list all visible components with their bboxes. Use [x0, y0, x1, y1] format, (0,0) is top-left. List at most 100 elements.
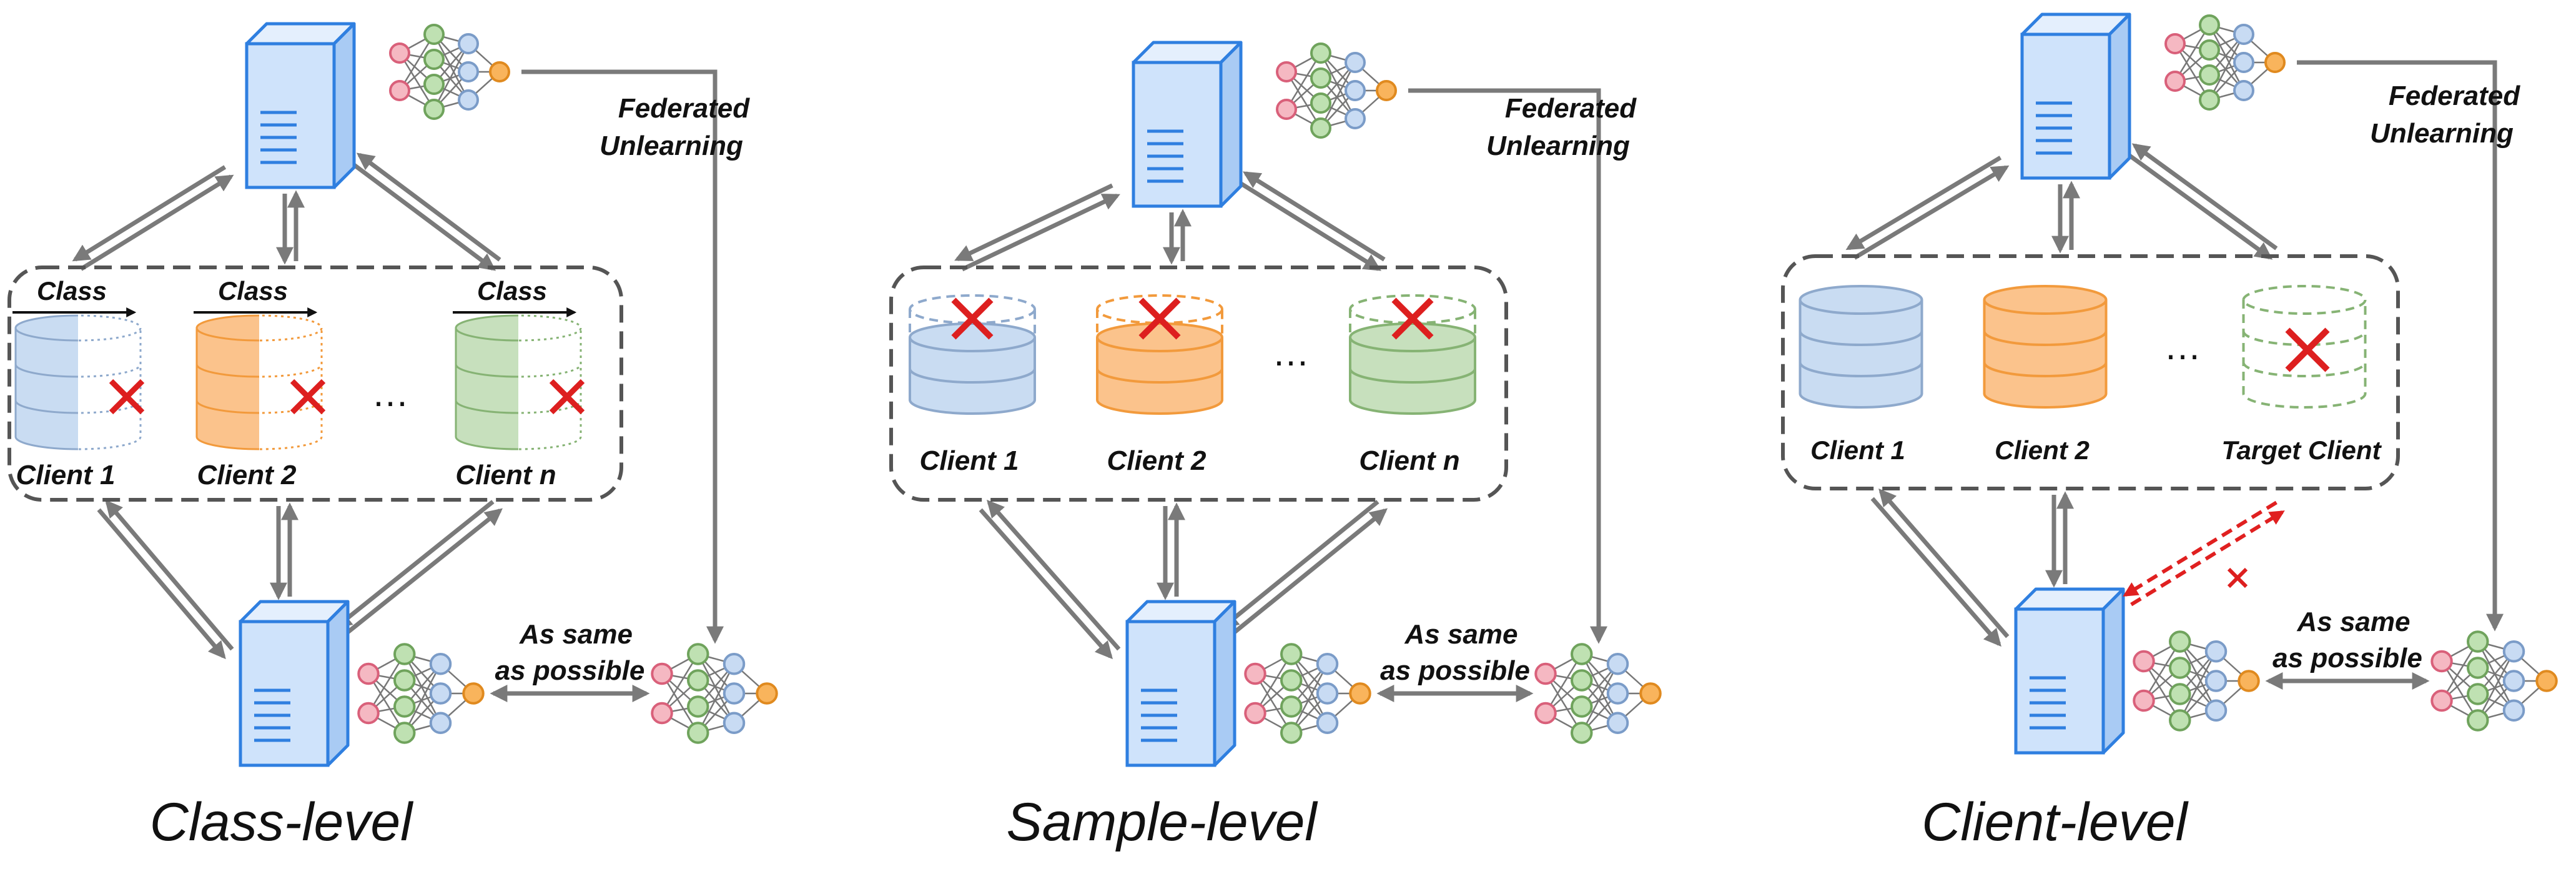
database-body	[1349, 337, 1476, 415]
as-possible-label: as possible	[495, 655, 645, 686]
client-database-3	[455, 314, 585, 450]
target-client-label: Target Client	[2221, 435, 2382, 465]
arrow-up	[356, 152, 501, 262]
client-container	[889, 266, 1508, 502]
model-global	[357, 643, 485, 744]
server-bottom	[2014, 587, 2125, 755]
nn-edge	[403, 663, 442, 733]
nn-node	[393, 669, 416, 692]
nn-node	[2467, 709, 2489, 732]
connection-arrows	[954, 88, 1607, 702]
nn-node	[423, 49, 445, 70]
arrow-up	[987, 499, 1121, 651]
nn-node	[1345, 108, 1366, 129]
nn-node	[2233, 52, 2254, 73]
database-layer	[1983, 362, 2108, 377]
client-group-box	[889, 266, 1508, 502]
nn-edge	[2174, 24, 2211, 82]
nn-node	[2199, 39, 2220, 61]
ellipsis: …	[2164, 325, 2201, 367]
class-label-2: Class	[218, 276, 288, 305]
nn-node	[1376, 80, 1397, 101]
nn-edge	[367, 673, 405, 733]
nn-node	[393, 695, 416, 718]
server-top	[1132, 41, 1243, 208]
database-layer	[1799, 362, 1923, 377]
delete-x-icon	[2285, 327, 2330, 372]
nn-node	[458, 89, 479, 111]
arrow-down	[1870, 497, 2001, 647]
server-front-face	[1125, 620, 1216, 767]
as-same-label: As same	[1404, 619, 1517, 650]
nn-edge	[1285, 52, 1322, 110]
nn-node	[2467, 657, 2489, 679]
client-database-1	[14, 314, 145, 450]
client-database-3	[1349, 294, 1476, 415]
nn-edge	[1290, 663, 1328, 733]
panel-sample-level: Federated Unlearning As same as possible…	[889, 41, 1662, 852]
client-database-2	[195, 314, 326, 450]
unlearning-label: Unlearning	[1486, 131, 1630, 161]
nn-edge	[367, 653, 405, 714]
nn-node	[389, 80, 410, 101]
nn-node	[357, 662, 380, 685]
nn-node	[1571, 669, 1593, 692]
connection-arrows	[72, 69, 724, 702]
database-class-removed	[518, 314, 582, 450]
as-possible-label: as possible	[1380, 655, 1530, 686]
nn-node	[2264, 52, 2286, 73]
database-class-filled	[195, 314, 259, 450]
nn-node	[1316, 682, 1339, 705]
nn-node	[1349, 682, 1371, 705]
delete-x-icon	[109, 379, 145, 415]
nn-node	[1280, 643, 1303, 665]
server-front-face	[245, 42, 336, 189]
nn-node	[389, 42, 410, 64]
server-bottom	[239, 600, 350, 767]
nn-edge	[1320, 52, 1356, 119]
nn-node	[2133, 689, 2155, 712]
panel-client-level: Federated Unlearning As same as possible…	[1781, 12, 2558, 852]
delete-x-icon	[1391, 297, 1434, 340]
nn-node	[1571, 643, 1593, 665]
arrow-down	[334, 500, 495, 629]
arrow-up	[961, 193, 1120, 272]
database-layer	[1799, 330, 1923, 346]
server-front-face	[1132, 61, 1223, 208]
nn-node	[1639, 682, 1662, 705]
nn-node	[489, 61, 510, 82]
model-retrained	[2430, 630, 2558, 732]
nn-edge	[661, 653, 699, 714]
database-layer	[2242, 362, 2367, 377]
nn-node	[1310, 42, 1331, 64]
model-top	[2164, 14, 2286, 111]
nn-node	[393, 643, 416, 665]
nn-edge	[2143, 660, 2181, 721]
server-bottom	[1125, 600, 1236, 767]
arrow-up	[105, 499, 234, 651]
nn-node	[423, 99, 445, 120]
nn-edge	[2179, 641, 2217, 711]
nn-node	[687, 643, 709, 665]
arrow-up	[79, 174, 234, 271]
nn-node	[2169, 630, 2191, 653]
database-top	[1096, 322, 1223, 352]
nn-node	[651, 662, 673, 685]
nn-edge	[697, 663, 735, 733]
nn-edge	[433, 43, 470, 110]
ellipsis: …	[372, 372, 409, 414]
arrow-up	[1229, 508, 1388, 637]
server-front-face	[2014, 607, 2105, 755]
nn-node	[429, 653, 452, 675]
nn-edge	[2143, 641, 2181, 702]
nn-node	[462, 682, 485, 705]
database-class-removed	[78, 314, 142, 450]
client-1-label: Client 1	[920, 445, 1019, 476]
nn-node	[1280, 695, 1303, 718]
client-database-2	[1096, 294, 1223, 415]
arrow-up	[1242, 171, 1386, 262]
nn-node	[1276, 99, 1297, 120]
class-label-1: Class	[37, 276, 107, 305]
nn-node	[2204, 699, 2228, 722]
